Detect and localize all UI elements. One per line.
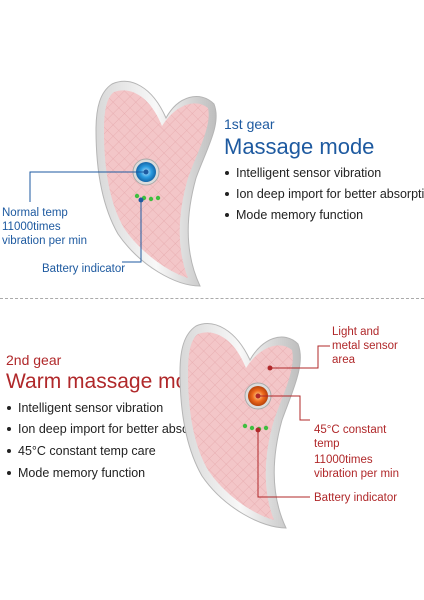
callout-lines-2 [255,345,330,498]
battery-indicator-label: Battery indicator [42,263,126,275]
callout-sensor-line [270,345,330,369]
gear-2-label: 2nd gear [6,352,62,368]
section-divider [0,298,424,299]
gua-sha-device-2 [179,323,301,529]
battery-led [148,196,154,202]
battery-indicator-label-2: Battery indicator [314,492,398,504]
callout-lines-1 [29,169,149,263]
gear-1-label: 1st gear [224,116,275,132]
battery-led [134,193,140,199]
battery-led [242,423,248,429]
callout-battery-line [122,200,142,263]
callout-temp-line [258,395,310,421]
feature-item: Ion deep import for better absorption [225,187,424,201]
feature-item: Mode memory function [7,466,145,480]
feature-item: Mode memory function [225,208,363,222]
battery-led [249,425,255,431]
battery-led [155,195,161,201]
vibration-count-label: 11000times [2,221,61,233]
gua-sha-device-1 [95,80,217,287]
feature-item: 45°C constant temp care [7,444,156,458]
device-2-pink-surface [188,332,293,520]
battery-led [263,425,269,431]
callout-normal-temp-line [29,171,146,202]
constant-temp-label: 45°C constant [314,424,387,436]
constant-temp-label-2: temp [314,438,340,450]
vibration-rate-label-2: vibration per min [314,468,400,480]
warm-massage-mode-title: Warm massage mode [6,370,211,393]
vibration-count-label-2: 11000times [314,454,373,466]
massage-mode-title: Massage mode [224,134,375,159]
callout-battery-line-2 [257,430,310,498]
feature-item: Intelligent sensor vibration [225,166,381,180]
normal-temp-label: Normal temp [2,207,68,219]
sensor-area-label: Light and [332,326,380,338]
feature-item: Ion deep import for better absorption [7,422,220,436]
sensor-area-label-2: metal sensor area [332,340,398,366]
device-1-pink-surface [104,90,209,278]
feature-item: Intelligent sensor vibration [7,401,163,415]
vibration-rate-label: vibration per min [2,235,88,247]
